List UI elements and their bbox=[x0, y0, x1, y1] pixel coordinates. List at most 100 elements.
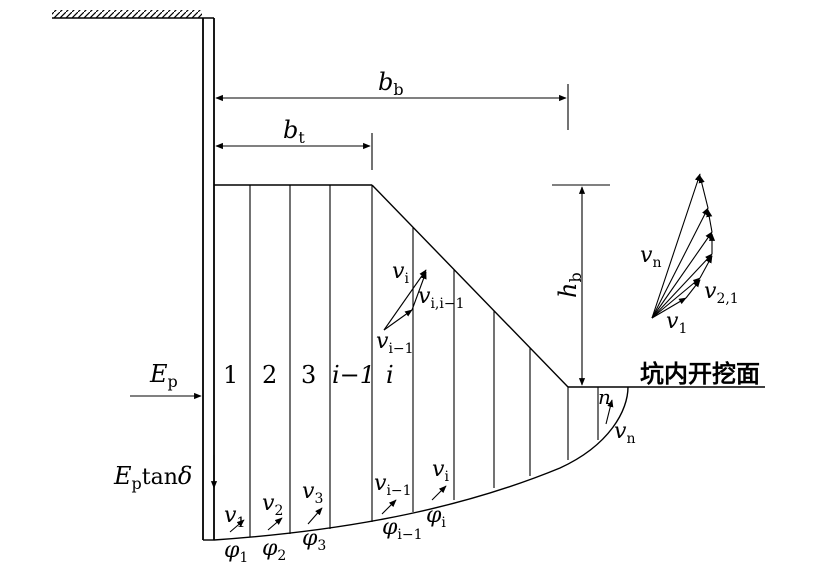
velocity-arrow bbox=[605, 399, 614, 425]
v1-subscript: 1 bbox=[236, 515, 245, 531]
phi2-label: φ bbox=[262, 536, 278, 561]
vn-label: v bbox=[614, 419, 627, 444]
svg-text:Eptanδ: Eptanδ bbox=[113, 462, 192, 493]
svg-text:vi−1: vi−1 bbox=[376, 329, 414, 357]
hb-label: h bbox=[554, 283, 582, 298]
dimension-bb: bb bbox=[215, 68, 569, 130]
ep-label: E bbox=[149, 360, 168, 388]
svg-text:vi−1: vi−1 bbox=[374, 471, 412, 499]
phii-subscript: i bbox=[441, 515, 446, 531]
velocity-arrow bbox=[411, 271, 427, 311]
phi3-subscript: 3 bbox=[317, 538, 326, 554]
slice-label: 2 bbox=[262, 361, 277, 389]
vn-subscript: n bbox=[626, 431, 635, 447]
phi1-label: φ bbox=[224, 538, 240, 563]
hodo-v1-label: v bbox=[666, 309, 679, 334]
svg-text:v1: v1 bbox=[224, 503, 245, 531]
slide-mass-outline bbox=[213, 184, 765, 541]
bt-label: b bbox=[283, 116, 298, 144]
hodo-v21-subscript: 2,1 bbox=[716, 291, 738, 307]
hodograph-vector bbox=[651, 207, 709, 319]
svg-text:v1: v1 bbox=[666, 309, 687, 337]
eptan-delta: δ bbox=[178, 462, 192, 490]
hodograph-vector bbox=[651, 231, 713, 319]
hodo-v21-label: v bbox=[704, 279, 717, 304]
hodograph-vector bbox=[651, 277, 701, 319]
svg-text:bt: bt bbox=[283, 116, 305, 147]
hodograph-vector bbox=[685, 279, 701, 299]
vi-label: v bbox=[432, 457, 445, 482]
svg-text:bb: bb bbox=[378, 68, 404, 99]
phii-label: φ bbox=[426, 503, 442, 528]
velocity-arrow bbox=[381, 499, 397, 515]
hodograph-vector bbox=[706, 209, 713, 233]
svg-text:φ2: φ2 bbox=[262, 536, 286, 564]
v2-subscript: 2 bbox=[274, 503, 283, 519]
slice-label: i bbox=[386, 361, 394, 389]
hb-subscript: b bbox=[566, 272, 585, 282]
vii1-subscript: i,i−1 bbox=[430, 296, 464, 312]
svg-text:φ1: φ1 bbox=[224, 538, 248, 566]
hodo-v1-subscript: 1 bbox=[678, 321, 687, 337]
svg-text:vi: vi bbox=[392, 259, 409, 287]
vim1-mid-label: v bbox=[376, 329, 389, 354]
eptan-subscript: p bbox=[132, 474, 142, 493]
svg-text:vi,i−1: vi,i−1 bbox=[418, 284, 464, 312]
phiim1-subscript: i−1 bbox=[397, 527, 422, 543]
hodograph-vector bbox=[651, 253, 713, 319]
slice-velocity-triangle: vi vi,i−1 vi−1 bbox=[376, 259, 464, 357]
svg-text:φi: φi bbox=[426, 503, 446, 531]
velocity-arrow bbox=[267, 517, 283, 531]
bb-subscript: b bbox=[393, 80, 403, 99]
slip-velocity-arrows bbox=[229, 399, 614, 533]
excavation-face-label: 坑内开挖面 bbox=[640, 360, 760, 388]
vi-mid-label: v bbox=[392, 259, 405, 284]
velocity-arrow bbox=[431, 485, 447, 501]
ground-surface bbox=[52, 10, 214, 19]
velocity-hodograph: vn v2,1 v1 bbox=[640, 173, 739, 337]
hodograph-vector bbox=[699, 255, 713, 279]
v2-label: v bbox=[262, 491, 275, 516]
retaining-wall bbox=[202, 18, 215, 541]
slip-velocity-labels: v1 v2 v3 vi−1 vi vn bbox=[224, 419, 635, 531]
dimension-bt: bt bbox=[215, 116, 373, 170]
force-ep: Ep bbox=[130, 360, 202, 400]
vi-mid-subscript: i bbox=[404, 271, 409, 287]
velocity-arrow bbox=[383, 269, 427, 331]
phi3-label: φ bbox=[302, 526, 318, 551]
svg-text:φ3: φ3 bbox=[302, 526, 326, 554]
velocity-arrow bbox=[307, 507, 323, 525]
svg-text:hb: hb bbox=[554, 272, 585, 298]
slice-label: 3 bbox=[301, 361, 316, 389]
phi1-subscript: 1 bbox=[239, 550, 248, 566]
eptan-label: E bbox=[113, 462, 132, 490]
vim1-mid-subscript: i−1 bbox=[388, 341, 413, 357]
svg-text:Ep: Ep bbox=[149, 360, 178, 391]
vi-subscript: i bbox=[444, 469, 449, 485]
bt-subscript: t bbox=[298, 128, 305, 147]
slice-label: 1 bbox=[223, 361, 238, 389]
friction-angle-labels: φ1 φ2 φ3 φi−1 φi bbox=[224, 503, 446, 566]
ep-subscript: p bbox=[168, 372, 178, 391]
phiim1-label: φ bbox=[382, 515, 398, 540]
svg-text:v3: v3 bbox=[302, 479, 323, 507]
v3-label: v bbox=[302, 479, 315, 504]
svg-text:vn: vn bbox=[614, 419, 635, 447]
slice-dividers bbox=[249, 185, 599, 537]
force-ep-tan-delta: Eptanδ bbox=[113, 455, 218, 493]
hodograph-vector bbox=[651, 297, 687, 319]
slice-label: n bbox=[598, 385, 611, 409]
svg-text:v2: v2 bbox=[262, 491, 283, 519]
velocity-arrow bbox=[383, 309, 413, 331]
eptan-tan: tan bbox=[142, 465, 178, 490]
svg-text:vn: vn bbox=[640, 243, 661, 271]
hodograph-vector bbox=[651, 173, 701, 319]
hodo-vn-subscript: n bbox=[652, 255, 661, 271]
slice-label: i−1 bbox=[332, 361, 375, 389]
svg-text:φi−1: φi−1 bbox=[382, 515, 423, 543]
vim1-label: v bbox=[374, 471, 387, 496]
v1-label: v bbox=[224, 503, 237, 528]
hodograph-vector bbox=[698, 175, 709, 209]
